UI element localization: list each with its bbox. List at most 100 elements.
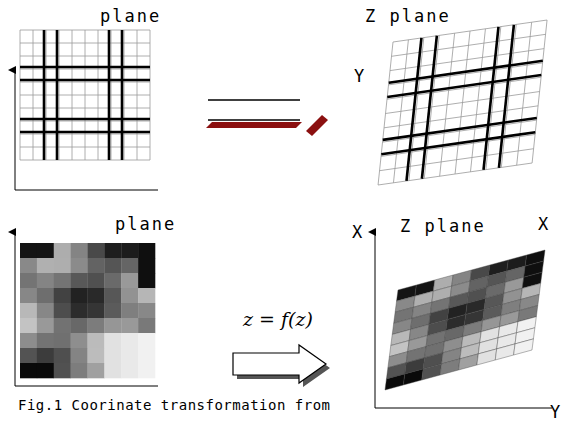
x-axis — [15, 190, 158, 191]
image-pixel — [403, 369, 423, 385]
image-pixel — [88, 273, 105, 288]
bold-grid-line — [43, 30, 46, 160]
image-pixel — [104, 363, 121, 378]
image-pixel — [54, 258, 71, 273]
image-pixel — [37, 243, 54, 258]
bold-grid-line — [381, 132, 535, 154]
grid-line — [20, 147, 150, 148]
image-pixel — [121, 363, 138, 378]
image-pixel — [71, 333, 88, 348]
grid-line — [470, 29, 485, 172]
image-pixel — [20, 318, 37, 333]
image-pixel — [440, 359, 460, 375]
z-plane-grid — [378, 20, 547, 185]
grid-line — [111, 30, 112, 160]
image-pixel — [104, 273, 121, 288]
image-pixel — [88, 288, 105, 303]
image-pixel — [88, 333, 105, 348]
formula: z = f(z) — [243, 310, 313, 329]
image-pixel — [20, 348, 37, 363]
image-pixel — [37, 318, 54, 333]
plane-title: Z plane — [365, 8, 451, 25]
grid-line — [378, 163, 532, 185]
image-pixel — [121, 288, 138, 303]
image-pixel — [37, 273, 54, 288]
image-pixel — [138, 348, 155, 363]
bold-grid-line — [484, 27, 499, 170]
image-pixel — [37, 288, 54, 303]
image-pixel — [138, 288, 155, 303]
axis-label: Y — [550, 404, 560, 421]
image-pixel — [88, 243, 105, 258]
bold-grid-line — [406, 38, 421, 181]
image-pixel — [88, 318, 105, 333]
bold-grid-line — [387, 75, 541, 97]
image-pixel — [54, 288, 71, 303]
image-pixel — [138, 333, 155, 348]
grid-line — [378, 42, 393, 185]
bold-grid-line — [108, 30, 111, 160]
grid-line — [486, 27, 501, 170]
figure-caption: Fig.1 Coorinate transformation from — [18, 398, 331, 412]
image-pixel — [37, 363, 54, 378]
grid-line — [98, 30, 99, 160]
plane-title: Z plane — [400, 218, 486, 235]
grid-line — [501, 24, 516, 167]
axis-label: Y — [354, 68, 364, 85]
plane-title: plane — [100, 8, 161, 25]
bold-grid-line — [121, 30, 124, 160]
image-pixel — [104, 258, 121, 273]
grid-line — [20, 160, 150, 161]
bold-grid-line — [20, 79, 150, 82]
axis-label: X — [538, 216, 548, 233]
image-pixel — [54, 273, 71, 288]
plane-grid — [20, 30, 150, 160]
grid-line — [532, 20, 547, 163]
image-pixel — [422, 364, 442, 380]
image-pixel — [37, 333, 54, 348]
image-pixel — [37, 303, 54, 318]
grid-line — [384, 106, 538, 128]
grid-line — [20, 95, 150, 96]
image-pixel — [514, 339, 534, 355]
bold-grid-line — [56, 30, 59, 160]
image-pixel — [71, 258, 88, 273]
grid-line — [20, 121, 150, 122]
image-pixel — [88, 348, 105, 363]
shear-bar — [206, 122, 302, 128]
image-pixel — [104, 348, 121, 363]
image-pixel — [20, 363, 37, 378]
bold-grid-line — [20, 66, 150, 69]
image-pixel — [20, 303, 37, 318]
grid-line — [20, 108, 150, 109]
image-pixel — [54, 348, 71, 363]
bar-line — [208, 99, 300, 101]
shear-bar — [306, 115, 328, 136]
image-pixel — [54, 318, 71, 333]
image-pixel — [459, 354, 479, 370]
image-pixel — [20, 333, 37, 348]
image-pixel — [37, 258, 54, 273]
image-pixel — [71, 303, 88, 318]
image-pixel — [88, 303, 105, 318]
bar-line — [208, 119, 300, 121]
image-pixel — [20, 273, 37, 288]
image-pixel — [477, 349, 497, 365]
warped-image — [385, 250, 545, 390]
image-pixel — [54, 333, 71, 348]
grid-line — [517, 22, 532, 165]
grid-line — [137, 30, 138, 160]
image-pixel — [37, 348, 54, 363]
axis-label: X — [352, 224, 362, 241]
grid-line — [20, 134, 150, 135]
image-pixel — [138, 273, 155, 288]
grid-line — [124, 30, 125, 160]
image-pixel — [121, 318, 138, 333]
gray-image — [20, 243, 155, 378]
x-axis — [375, 232, 376, 408]
image-pixel — [104, 243, 121, 258]
grid-line — [383, 120, 537, 142]
image-pixel — [20, 243, 37, 258]
image-pixel — [121, 243, 138, 258]
image-pixel — [121, 348, 138, 363]
